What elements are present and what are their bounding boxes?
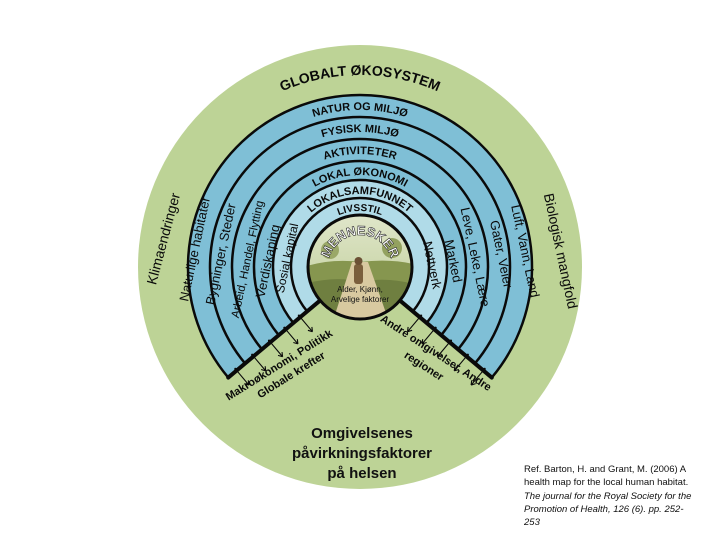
- center-circle-outline: [306, 213, 414, 321]
- reference-line-4: Promotion of Health, 126 (6). pp. 252-: [524, 503, 684, 515]
- wedge-edge-right: [397, 298, 494, 380]
- band-title-aktiviteter: AKTIVITETER: [322, 145, 398, 163]
- wedge-arrow-left-2: [283, 326, 299, 345]
- wedge-arrow-right-4: [453, 353, 469, 372]
- wedge-separators: [226, 298, 494, 386]
- wedge-arrow-left-1: [297, 314, 314, 333]
- reference-line-5: 253: [524, 517, 540, 529]
- band-title-fysisk: FYSISK MILJØ: [320, 123, 401, 140]
- reference-line-2: health map for the local human habitat.: [524, 477, 689, 489]
- wedge-arrow-right-5: [470, 367, 486, 386]
- wedge-arrow-right-3: [436, 339, 453, 358]
- reference-note: Ref. Barton, H. and Grant, M. (2006) A h…: [524, 463, 714, 529]
- center-subtitle-1: Alder, Kjønn,: [337, 285, 383, 294]
- wedge-arrow-left-5: [234, 367, 250, 386]
- caption-line-1: Omgivelsenes: [311, 425, 413, 442]
- band-title-livsstil: LIVSSTIL: [336, 203, 384, 218]
- wedge-edge-left: [226, 298, 323, 380]
- reference-line-3: The journal for the Royal Society for th…: [524, 490, 692, 502]
- diagram-caption: Omgivelsenes påvirkningsfaktorer på hels…: [282, 424, 442, 484]
- wedge-arrow-left-3: [267, 339, 284, 358]
- wedge-arrow-right-2: [421, 326, 437, 345]
- center-subtitle-2: Arvelige faktorer: [331, 295, 390, 304]
- caption-line-2: påvirkningsfaktorer: [291, 445, 433, 462]
- wedge-arrow-left-4: [251, 353, 267, 372]
- caption-line-3: på helsen: [327, 465, 397, 482]
- reference-line-1: Ref. Barton, H. and Grant, M. (2006) A: [524, 464, 687, 475]
- wedge-arrow-right-1: [406, 314, 423, 333]
